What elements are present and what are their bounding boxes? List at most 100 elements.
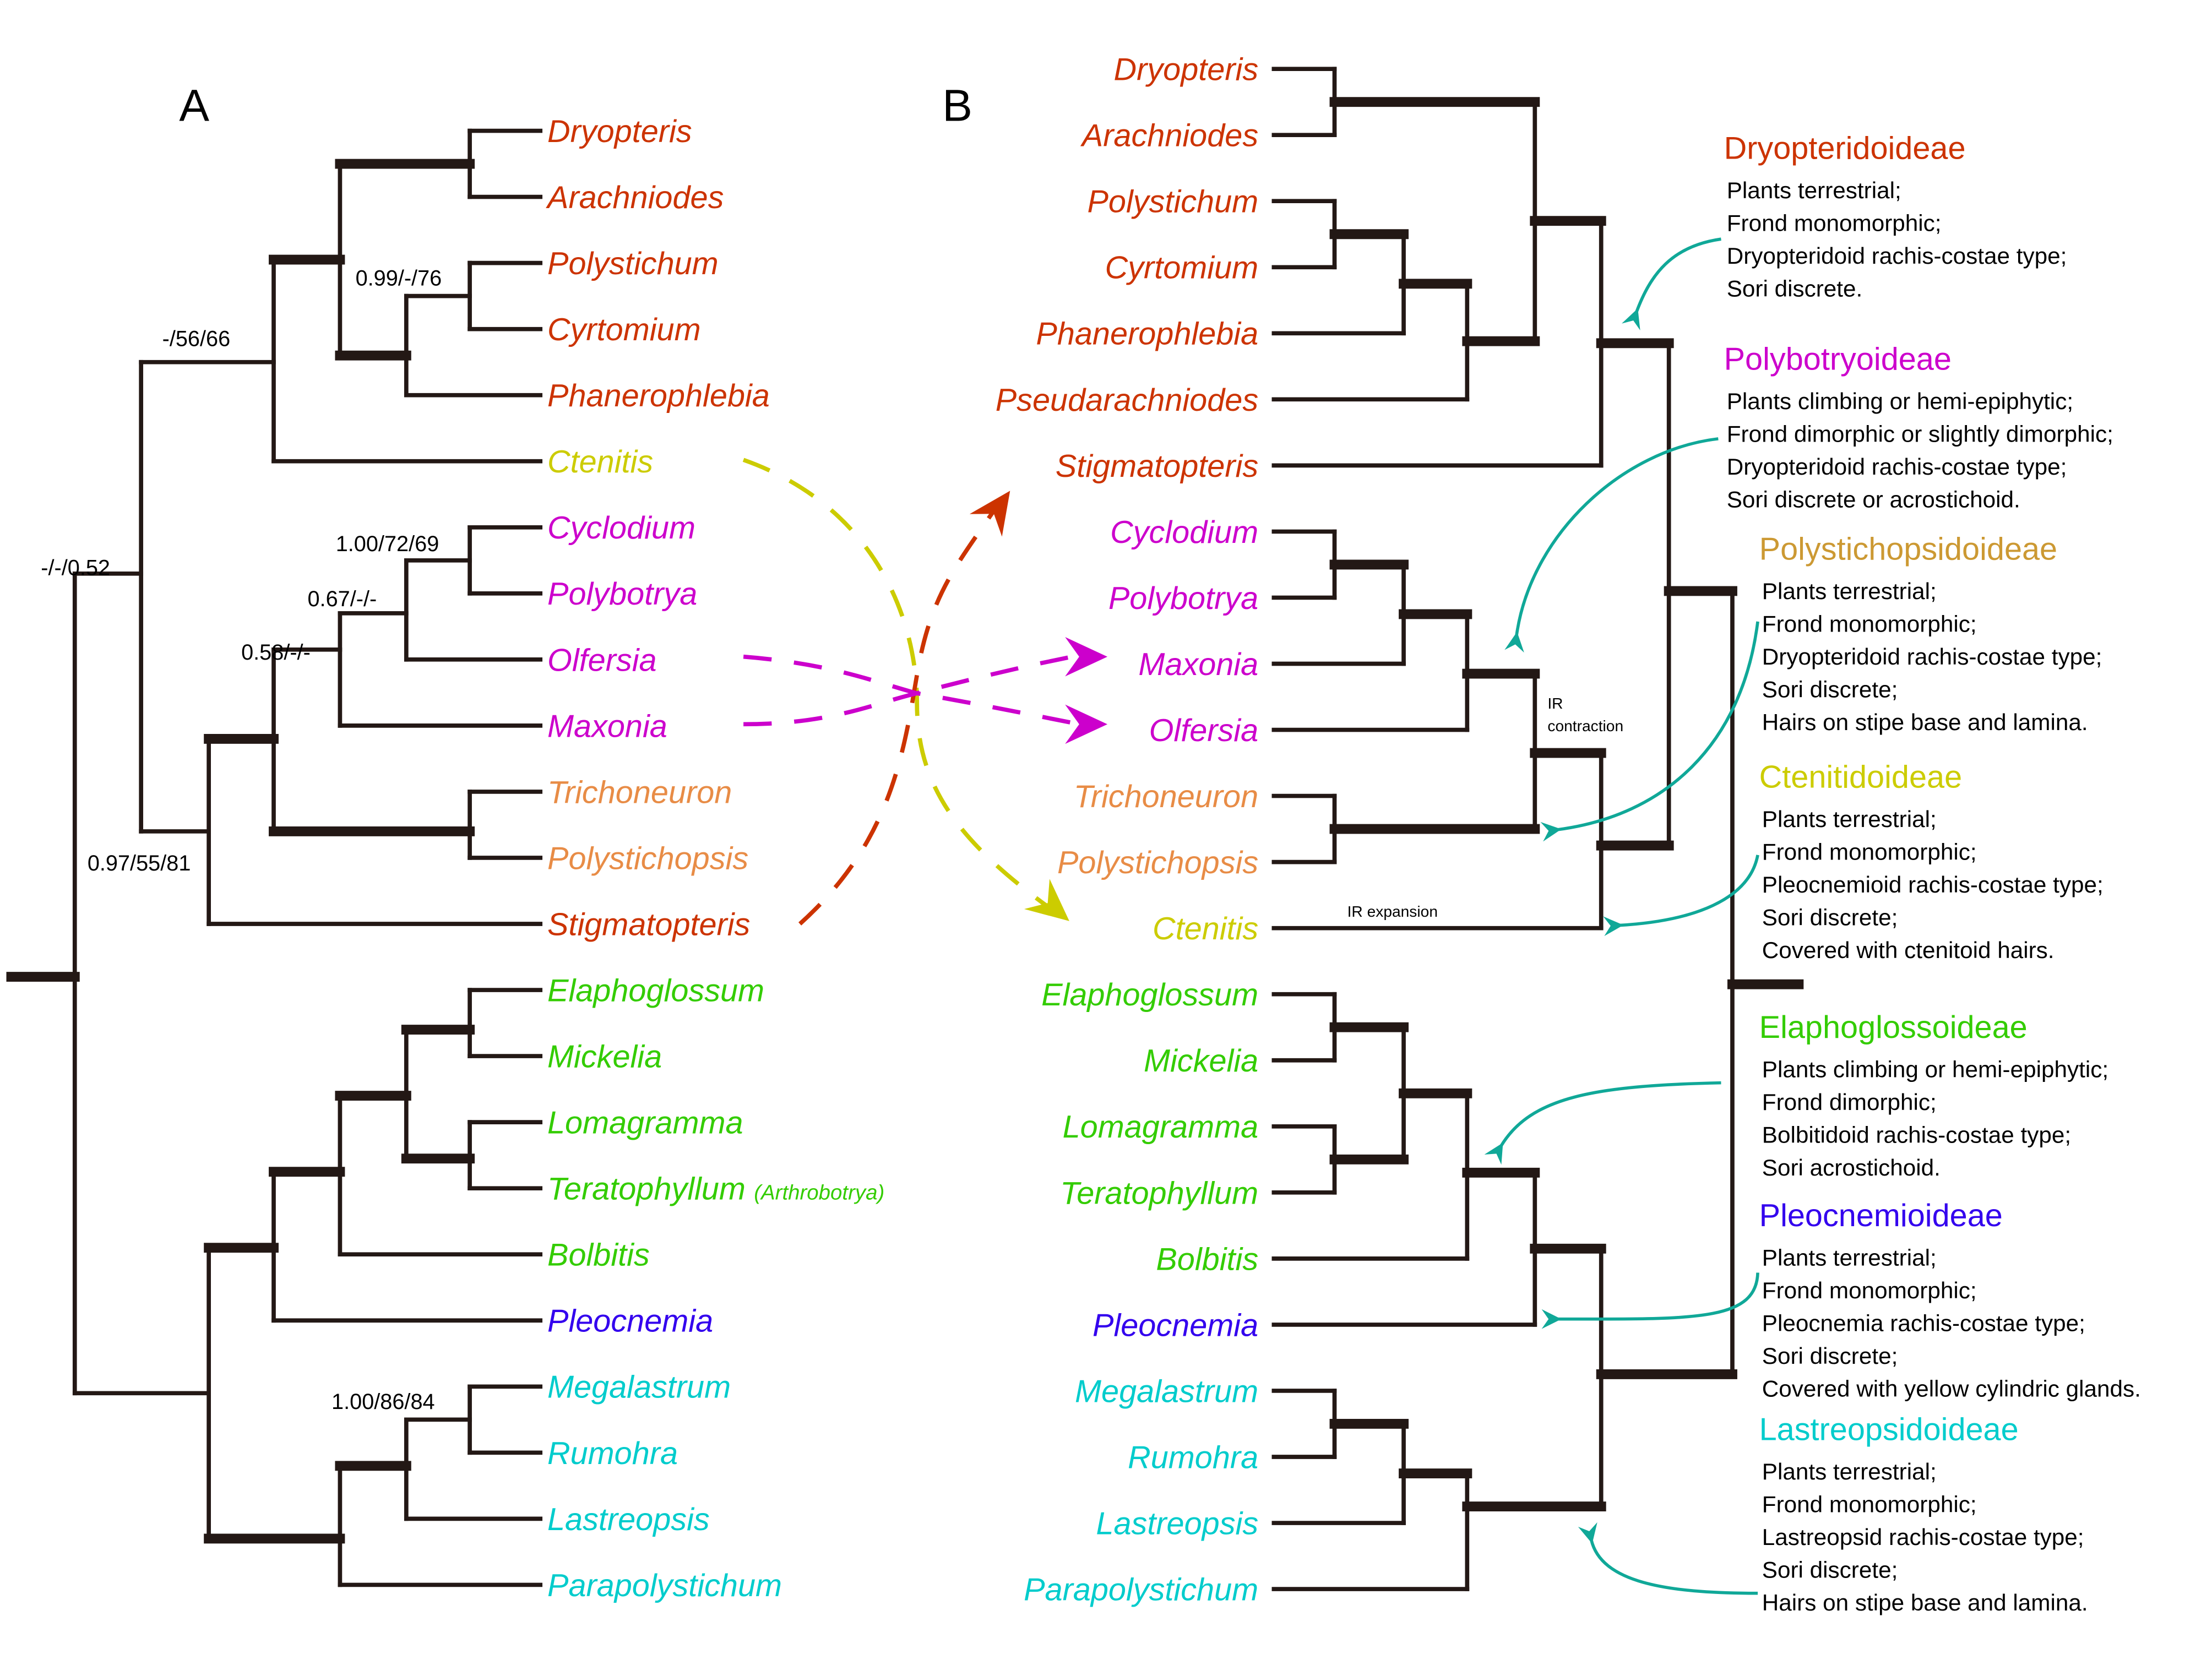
move-arrow-maxonia [743,691,1073,727]
taxon-label-b: Megalastrum [1075,1374,1258,1409]
pointer-arrow [1621,237,1721,331]
taxon-label-b: Maxonia [1138,647,1258,682]
subfamily-trait: Pleocnemia rachis-costae type; [1762,1310,2085,1336]
taxon-label-a: Polystichopsis [547,841,748,876]
subfamily-heading: Pleocnemioideae [1759,1198,2003,1233]
taxon-label-b: Lomagramma [1063,1109,1259,1145]
support-value: -/56/66 [162,327,231,351]
taxon-label-b: Olfersia [1149,713,1259,748]
taxon-label-b: Cyrtomium [1105,251,1259,286]
subfamily-trait: Covered with ctenitoid hairs. [1762,937,2055,963]
taxon-label-a: Cyrtomium [547,312,701,347]
taxon-label-a: Pleocnemia [547,1304,713,1339]
taxon-label-b: Phanerophlebia [1036,317,1258,352]
arrowhead-icon [969,491,1010,537]
subfamily-trait: Sori discrete; [1762,1557,1898,1582]
pointer-arrow [1578,1522,1758,1595]
move-arrow-stigmatopteris [798,498,1004,926]
subfamily-heading: Polybotryoideae [1724,342,1952,377]
support-value: 0.67/-/- [307,587,377,611]
subfamily-trait: Frond monomorphic; [1727,210,1942,236]
taxon-label-a: Phanerophlebia [547,378,770,413]
subfamily-trait: Hairs on stipe base and lamina. [1762,1590,2088,1615]
panel-b-label: B [942,81,972,131]
tree-b [1271,67,1804,1591]
subfamily-trait: Dryopteridoid rachis-costae type; [1727,243,2067,269]
subfamily-trait: Sori discrete or acrostichoid. [1727,487,2020,513]
taxon-label-a: Megalastrum [547,1370,731,1405]
taxon-label-b: Teratophyllum [1060,1176,1258,1211]
taxon-label-b: Parapolystichum [1024,1573,1258,1608]
subfamily-heading: Elaphoglossoideae [1759,1010,2028,1045]
taxon-label-a: Bolbitis [547,1238,650,1273]
ir-contraction-label-line1: IR [1547,695,1563,712]
taxon-label-b: Polybotrya [1108,581,1258,616]
pointer-arrow [1504,437,1719,653]
support-value: 0.99/-/76 [356,266,442,291]
subfamily-trait: Hairs on stipe base and lamina. [1762,709,2088,735]
taxon-label-b: Bolbitis [1156,1242,1258,1277]
subfamily-trait: Sori discrete; [1762,677,1898,703]
taxon-label-a: Polystichum [547,246,719,281]
taxon-label-a: Stigmatopteris [547,907,750,943]
move-arrow-olfersia [743,654,1073,696]
taxon-label-b: Pseudarachniodes [996,383,1258,418]
pointer-arrow [1540,621,1759,842]
taxon-label-b: Mickelia [1144,1043,1258,1079]
subfamily-trait: Plants terrestrial; [1727,177,1901,203]
taxon-label-a: Rumohra [547,1436,678,1471]
taxon-label-b: Polystichum [1087,184,1258,220]
subfamily-trait: Lastreopsid rachis-costae type; [1762,1524,2084,1550]
subfamily-trait: Pleocnemioid rachis-costae type; [1762,872,2104,897]
taxon-label-b: Pleocnemia [1093,1308,1258,1343]
arrowhead-icon [1065,704,1108,744]
pointer-arrow [1603,855,1759,937]
tree-a-taxa: DryopterisArachniodesPolystichumCyrtomiu… [546,114,884,1603]
subfamily-trait: Frond monomorphic; [1762,1277,1977,1303]
support-value: 1.00/86/84 [331,1390,435,1414]
taxon-label-a: Parapolystichum [547,1568,782,1603]
subfamily-trait: Plants climbing or hemi-epiphytic; [1762,1056,2108,1082]
support-value: 1.00/72/69 [336,532,439,556]
subfamily-trait: Bolbitidoid rachis-costae type; [1762,1122,2071,1147]
taxon-label-b: Cyclodium [1110,515,1258,550]
subfamily-trait: Sori discrete. [1727,276,1863,302]
taxon-label-a: Dryopteris [547,114,692,149]
subfamily-trait: Frond dimorphic; [1762,1089,1937,1115]
subfamily-trait: Plants terrestrial; [1762,806,1937,832]
subfamily-pointer-arrows [1484,237,1759,1595]
taxon-label-b: Dryopteris [1114,52,1259,88]
tree-a [6,128,543,1587]
taxon-label-a: Arachniodes [546,180,724,215]
pointer-arrow [1484,1081,1721,1165]
taxon-note: (Arthrobotrya) [754,1181,884,1205]
taxon-label-b: Trichoneuron [1074,779,1258,814]
ir-expansion-label: IR expansion [1347,903,1438,920]
subfamily-heading: Ctenitidoideae [1759,759,1962,795]
taxon-label-b: Lastreopsis [1096,1506,1258,1542]
taxon-label-a: Trichoneuron [547,775,732,810]
taxon-move-arrows [742,458,1108,926]
ir-contraction-label-line2: contraction [1547,717,1623,734]
panel-a-label: A [179,81,209,131]
taxon-label-b: Stigmatopteris [1056,449,1258,484]
support-value: -/-/0.52 [41,556,110,580]
support-value: 0.58/-/- [241,640,311,665]
arrowhead-icon [1065,636,1108,677]
subfamily-trait: Frond monomorphic; [1762,839,1977,864]
taxon-label-a: Mickelia [547,1040,662,1075]
taxon-label-b: Ctenitis [1153,911,1258,946]
tree-b-taxa: DryopterisArachniodesPolystichumCyrtomiu… [996,52,1258,1608]
support-value: 0.97/55/81 [88,851,191,875]
taxon-label-a: Maxonia [547,709,667,744]
subfamily-trait: Sori discrete; [1762,1343,1898,1369]
arrowhead-icon [1024,879,1069,921]
subfamily-trait: Dryopteridoid rachis-costae type; [1727,454,2067,480]
taxon-label-a: Polybotrya [547,576,697,612]
subfamily-heading: Dryopteridoideae [1724,131,1966,166]
subfamily-trait: Sori acrostichoid. [1762,1155,1941,1180]
pointer-arrow [1541,1272,1759,1329]
subfamily-trait: Frond monomorphic; [1762,1491,1977,1517]
